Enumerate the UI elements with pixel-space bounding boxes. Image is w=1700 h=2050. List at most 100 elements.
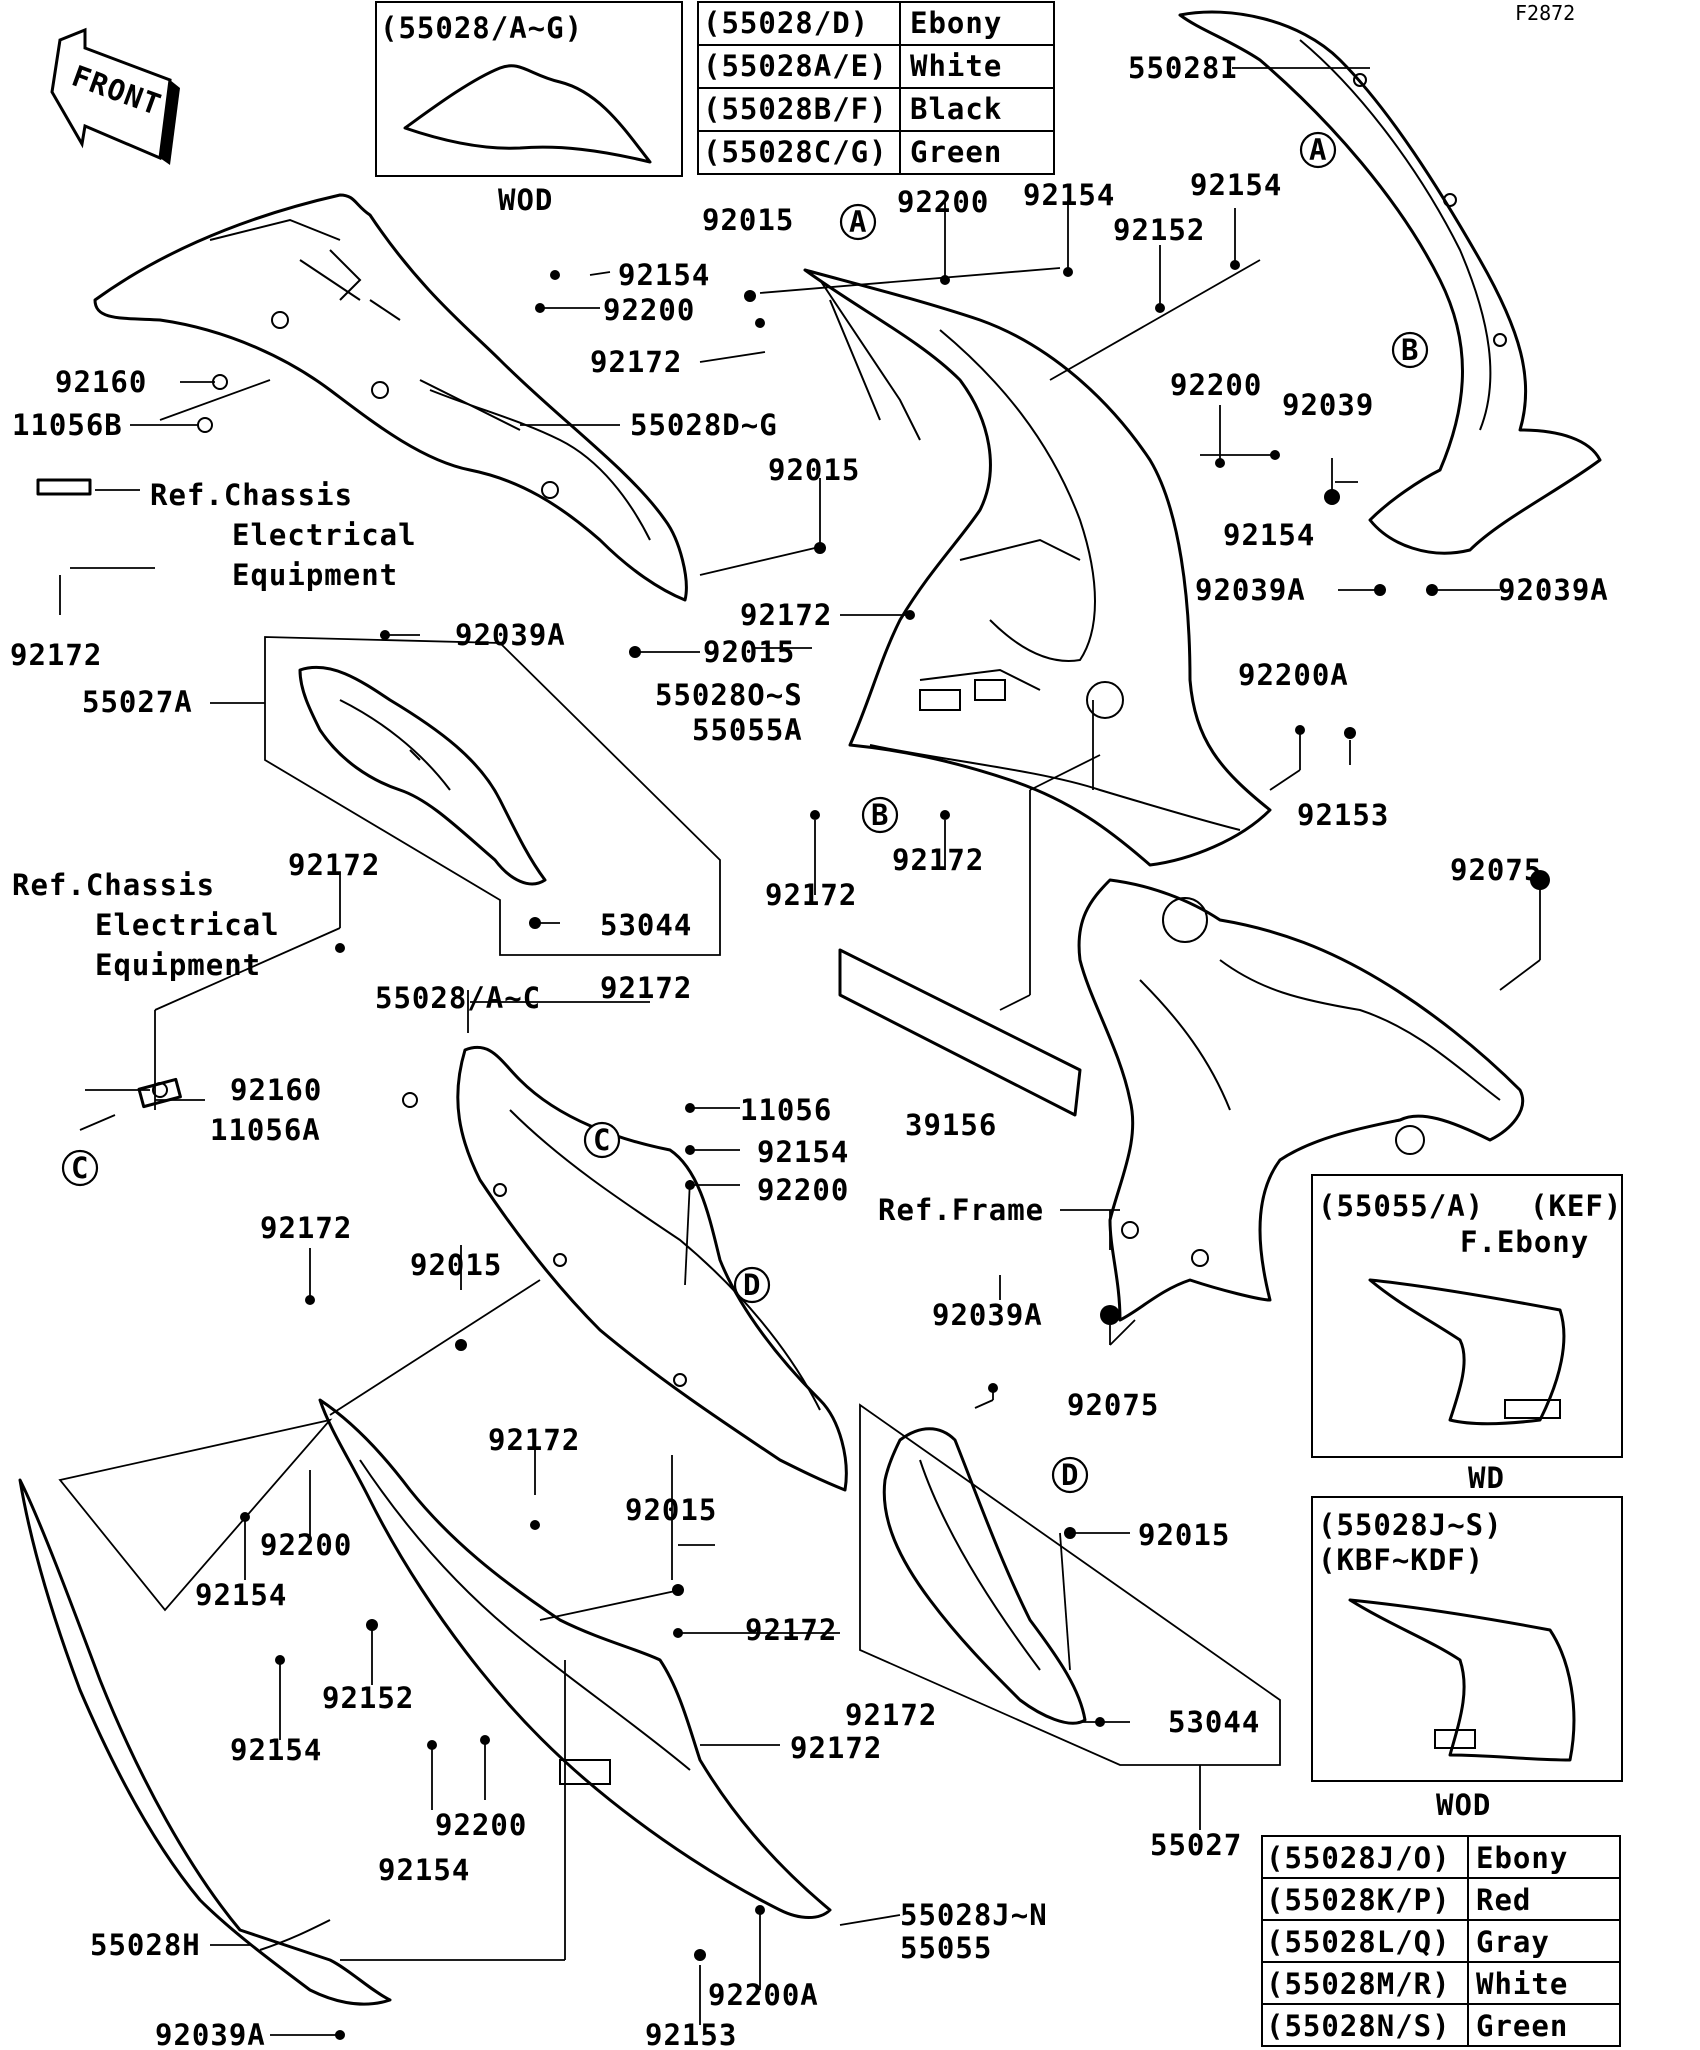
part-label: 92172 [10,638,102,672]
part-label: 92200 [757,1173,849,1207]
part-label: 53044 [600,908,692,942]
table-bottom-color: White [1476,1967,1568,2001]
part-label: 92200 [435,1808,527,1842]
part-label: 92039 [1282,388,1374,422]
ref-chassis-1: Ref.Chassis Electrical Equipment [150,478,417,592]
part-label: 92172 [590,345,682,379]
side-cowl-main [803,268,1272,867]
part-label: 92172 [260,1211,352,1245]
table-bottom-code: (55028M/R) [1266,1967,1451,2001]
table-top-code: (55028C/G) [703,135,888,169]
chassis-ref-connector [36,478,92,496]
ref-chassis-line: Ref.Chassis [150,478,353,512]
table-bottom-color: Gray [1476,1925,1550,1959]
part-label: 92039A [932,1298,1043,1332]
inset-kbf-model: (KBF~KDF) [1318,1543,1484,1577]
table-bottom-color: Red [1476,1883,1531,1917]
inset-top-title: (55028/A~G) [380,11,583,45]
part-label: 92015 [768,453,860,487]
part-label: 39156 [905,1108,997,1142]
inset-kef-model: (KEF) [1530,1189,1622,1223]
part-label: 92200A [1238,658,1349,692]
part-label: 92172 [745,1613,837,1647]
table-top-color: White [910,49,1002,83]
ref-frame: Ref.Frame [878,1193,1044,1227]
part-label: 92172 [288,848,380,882]
part-label: 92154 [1023,178,1115,212]
chassis-ref-connector [137,1077,182,1109]
callout-markers: A A B B C C D D [61,131,1429,1494]
part-label: 92154 [618,258,710,292]
part-label: 92154 [1190,168,1282,202]
ref-chassis-line: Equipment [232,558,398,592]
part-label: 92039A [1498,573,1609,607]
part-label: 11056B [12,408,123,442]
part-label: 55028J~N [900,1898,1048,1932]
part-label: 92154 [757,1135,849,1169]
part-label: 92154 [1223,518,1315,552]
callout-a: A [849,205,867,239]
table-top-code: (55028B/F) [703,92,888,126]
table-bottom-code: (55028N/S) [1266,2009,1451,2043]
part-label: 11056 [740,1093,832,1127]
inner-panel-55027 [882,1427,1087,1725]
part-label: 92200A [708,1978,819,2012]
inset-kbf-note: WOD [1436,1788,1491,1822]
part-label: 92154 [230,1733,322,1767]
ref-chassis-line: Equipment [95,948,261,982]
part-label: 92200 [1170,368,1262,402]
lower-trim-55028H [18,1478,392,2006]
part-label: 55027A [82,685,193,719]
frame-ref [1077,878,1525,1322]
part-label: 92015 [1138,1518,1230,1552]
part-labels: 55028I 92154 92015 92200 92154 92152 921… [10,51,1609,2050]
part-label: 92200 [603,293,695,327]
part-label: 92015 [625,1493,717,1527]
ref-chassis-line: Electrical [95,908,280,942]
part-label: 92200 [260,1528,352,1562]
part-label: 92172 [845,1698,937,1732]
table-top-color: Black [910,92,1002,126]
strip-39156 [838,948,1082,1117]
part-label: 92015 [410,1248,502,1282]
part-label: 92160 [55,365,147,399]
part-label: 92154 [195,1578,287,1612]
inset-kef: (55055/A) (KEF) F.Ebony WD [1311,1174,1623,1495]
part-label: 92153 [645,2018,737,2050]
part-label: 92075 [1067,1388,1159,1422]
table-top-color: Ebony [910,6,1002,40]
inset-kef-color: F.Ebony [1460,1225,1589,1259]
callout-a: A [1309,133,1327,167]
inset-top-note: WOD [498,183,553,217]
inset-kbf-title: (55028J~S) [1318,1508,1503,1542]
part-label: 53044 [1168,1705,1260,1739]
callout-b: B [1401,333,1419,367]
part-label: 92154 [378,1853,470,1887]
table-bottom-code: (55028J/O) [1266,1841,1451,1875]
part-label: 92153 [1297,798,1389,832]
part-label: 92172 [488,1423,580,1457]
part-label: 55028/A~C [375,981,541,1015]
table-top-color: Green [910,135,1002,169]
part-label: 55028H [90,1928,201,1962]
ref-chassis-line: Ref.Chassis [12,868,215,902]
figure-id: F2872 [1515,1,1575,25]
part-label: 55028I [1128,51,1239,85]
color-table-bottom: (55028J/O) Ebony (55028K/P) Red (55028L/… [1261,1835,1621,2047]
part-label: 92152 [1113,213,1205,247]
callout-b: B [871,798,889,832]
part-label: 92172 [892,843,984,877]
inner-panel-55027A [298,665,547,886]
part-label: 92172 [600,971,692,1005]
table-top-code: (55028A/E) [703,49,888,83]
leaders [59,67,1541,2036]
lower-cowl-55028J-N [318,1398,832,1919]
callout-c: C [593,1123,611,1157]
part-label: 55055 [900,1931,992,1965]
table-top-code: (55028/D) [703,6,869,40]
table-bottom-code: (55028K/P) [1266,1883,1451,1917]
part-label: 92172 [790,1731,882,1765]
ref-chassis-line: Electrical [232,518,417,552]
callout-d: D [1061,1458,1079,1492]
part-label: 92039A [155,2018,266,2050]
